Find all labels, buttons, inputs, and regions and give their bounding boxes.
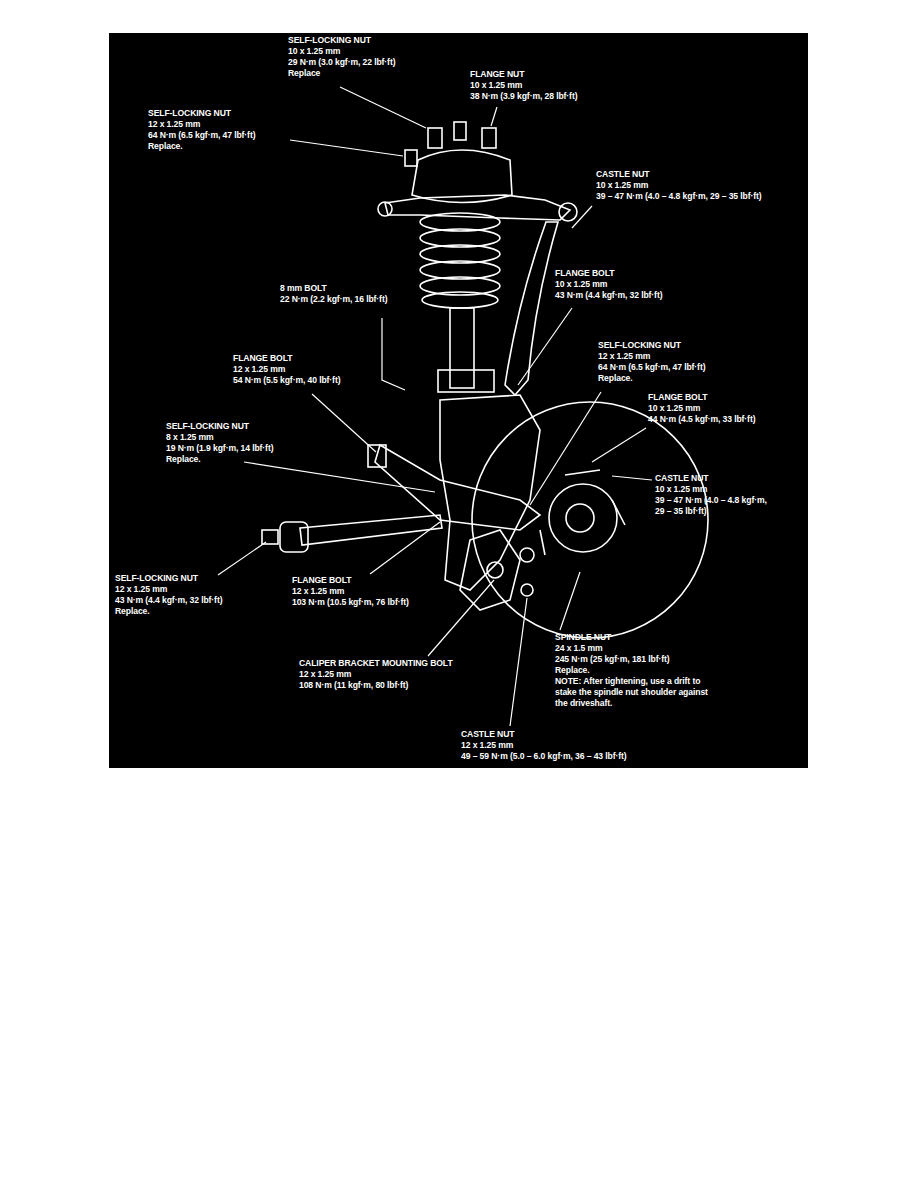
torque-spec: 10 x 1.25 mm [470, 80, 522, 91]
part-name: FLANGE BOLT [648, 392, 707, 403]
torque-spec: 43 N·m (4.4 kgf·m, 32 lbf·ft) [555, 290, 662, 301]
part-name: CASTLE NUT [596, 169, 649, 180]
part-name: FLANGE BOLT [233, 353, 292, 364]
part-name: SELF-LOCKING NUT [288, 35, 371, 46]
torque-spec: 10 x 1.25 mm [648, 403, 700, 414]
torque-spec: 24 x 1.5 mm [555, 643, 603, 654]
torque-spec: 10 x 1.25 mm [596, 180, 648, 191]
torque-spec: 38 N·m (3.9 kgf·m, 28 lbf·ft) [470, 91, 577, 102]
part-name: FLANGE BOLT [292, 575, 351, 586]
torque-spec: 29 N·m (3.0 kgf·m, 22 lbf·ft) [288, 57, 395, 68]
torque-spec: Replace. [148, 141, 183, 152]
torque-spec: 108 N·m (11 kgf·m, 80 lbf·ft) [299, 680, 408, 691]
torque-spec: 19 N·m (1.9 kgf·m, 14 lbf·ft) [166, 443, 273, 454]
torque-spec: 54 N·m (5.5 kgf·m, 40 lbf·ft) [233, 375, 340, 386]
torque-spec: 39 – 47 N·m (4.0 – 4.8 kgf·m, [655, 495, 767, 506]
part-name: SELF-LOCKING NUT [148, 108, 231, 119]
torque-spec: 43 N·m (4.4 kgf·m, 32 lbf·ft) [115, 595, 222, 606]
torque-spec: Replace. [166, 454, 201, 465]
torque-spec: 8 x 1.25 mm [166, 432, 214, 443]
torque-spec: 12 x 1.25 mm [299, 669, 351, 680]
torque-spec: 22 N·m (2.2 kgf·m, 16 lbf·ft) [280, 294, 387, 305]
torque-spec: 12 x 1.25 mm [115, 584, 167, 595]
part-name: CASTLE NUT [461, 729, 514, 740]
torque-spec: Replace [288, 68, 320, 79]
torque-spec: Replace. [598, 373, 633, 384]
torque-spec: 103 N·m (10.5 kgf·m, 76 lbf·ft) [292, 597, 409, 608]
torque-spec: 64 N·m (6.5 kgf·m, 47 lbf·ft) [598, 362, 705, 373]
torque-spec: 10 x 1.25 mm [655, 484, 707, 495]
torque-spec: 10 x 1.25 mm [288, 46, 340, 57]
torque-spec: 245 N·m (25 kgf·m, 181 lbf·ft) [555, 654, 669, 665]
part-name: SELF-LOCKING NUT [115, 573, 198, 584]
part-name: CALIPER BRACKET MOUNTING BOLT [299, 658, 453, 669]
part-name: SELF-LOCKING NUT [166, 421, 249, 432]
part-name: SELF-LOCKING NUT [598, 340, 681, 351]
torque-spec: 44 N·m (4.5 kgf·m, 33 lbf·ft) [648, 414, 755, 425]
part-name: FLANGE NUT [470, 69, 524, 80]
torque-spec: the driveshaft. [555, 698, 612, 709]
torque-spec: 12 x 1.25 mm [233, 364, 285, 375]
torque-spec: 12 x 1.25 mm [148, 119, 200, 130]
torque-spec: 39 – 47 N·m (4.0 – 4.8 kgf·m, 29 – 35 lb… [596, 191, 762, 202]
torque-spec: NOTE: After tightening, use a drift to [555, 676, 700, 687]
torque-spec: 64 N·m (6.5 kgf·m, 47 lbf·ft) [148, 130, 255, 141]
torque-spec: 49 – 59 N·m (5.0 – 6.0 kgf·m, 36 – 43 lb… [461, 751, 627, 762]
part-name: CASTLE NUT [655, 473, 708, 484]
torque-spec: 12 x 1.25 mm [598, 351, 650, 362]
torque-spec: stake the spindle nut shoulder against [555, 687, 708, 698]
part-name: SPINDLE NUT [555, 632, 611, 643]
torque-spec: 12 x 1.25 mm [461, 740, 513, 751]
torque-spec: Replace. [115, 606, 150, 617]
part-name: FLANGE BOLT [555, 268, 614, 279]
part-name: 8 mm BOLT [280, 283, 327, 294]
torque-spec: 29 – 35 lbf·ft) [655, 506, 707, 517]
torque-spec: Replace. [555, 665, 590, 676]
torque-spec: 10 x 1.25 mm [555, 279, 607, 290]
torque-spec: 12 x 1.25 mm [292, 586, 344, 597]
